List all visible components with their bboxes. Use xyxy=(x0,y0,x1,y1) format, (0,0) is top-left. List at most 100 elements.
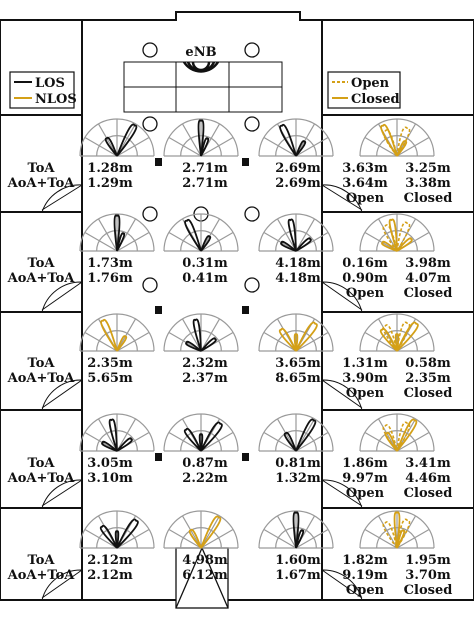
polar-row5-col1 xyxy=(79,510,155,549)
polar-row4-col1 xyxy=(79,413,155,452)
row5-open-aoa-toa-value: 9.19m xyxy=(342,568,388,583)
row2-open-toa-value: 0.16m xyxy=(342,256,388,271)
row4-col3-aoa-toa-value: 1.32m xyxy=(275,471,321,486)
row2-closed-toa-value: 3.98m xyxy=(405,256,451,271)
row5-col2-aoa-toa-value: 6.12m xyxy=(182,568,228,583)
row2-closed-label: Closed xyxy=(404,286,453,301)
row3-col2-toa-value: 2.32m xyxy=(182,356,228,371)
row3-closed-label: Closed xyxy=(404,386,453,401)
legend-los-label: LOS xyxy=(35,76,65,91)
row2-aoa-toa-label: AoA+ToA xyxy=(7,271,76,286)
row1-col1-aoa-toa-value: 1.29m xyxy=(87,176,133,191)
row5-col1-aoa-toa-value: 2.12m xyxy=(87,568,133,583)
row3-open-aoa-toa-value: 3.90m xyxy=(342,371,388,386)
enb-desk-grid xyxy=(123,61,283,113)
enb-antenna-icon xyxy=(182,61,220,73)
legend-closed-label: Closed xyxy=(351,92,400,107)
row4-col2-aoa-toa-value: 2.22m xyxy=(182,471,228,486)
row1-col3-aoa-toa-value: 2.69m xyxy=(275,176,321,191)
row4-open-aoa-toa-value: 9.97m xyxy=(342,471,388,486)
row2-col3-aoa-toa-value: 4.18m xyxy=(275,271,321,286)
row3-col3-toa-value: 3.65m xyxy=(275,356,321,371)
row2-open-label: Open xyxy=(346,286,385,301)
row4-aoa-toa-label: AoA+ToA xyxy=(7,471,76,486)
row5-open-toa-value: 1.82m xyxy=(342,553,388,568)
row2-col2-aoa-toa-value: 0.41m xyxy=(182,271,228,286)
row5-closed-label: Closed xyxy=(404,583,453,598)
polar-row4-col3 xyxy=(258,413,334,452)
polar-row1-col3 xyxy=(258,118,334,157)
column-markers xyxy=(155,158,249,461)
door-swings xyxy=(41,184,363,601)
row3-col3-aoa-toa-value: 8.65m xyxy=(275,371,321,386)
row2-col3-toa-value: 4.18m xyxy=(275,256,321,271)
row5-col3-aoa-toa-value: 1.67m xyxy=(275,568,321,583)
polar-row2-door xyxy=(359,213,435,252)
row5-aoa-toa-label: AoA+ToA xyxy=(7,568,76,583)
row4-col1-toa-value: 3.05m xyxy=(87,456,133,471)
legend-nlos-label: NLOS xyxy=(35,92,77,107)
row1-closed-toa-value: 3.25m xyxy=(405,161,451,176)
polar-row5-col2 xyxy=(163,510,239,549)
row3-col1-toa-value: 2.35m xyxy=(87,356,133,371)
polar-row5-col3 xyxy=(258,510,334,549)
row3-col2-aoa-toa-value: 2.37m xyxy=(182,371,228,386)
row4-col1-aoa-toa-value: 3.10m xyxy=(87,471,133,486)
polar-row5-door xyxy=(359,510,435,549)
row1-toa-label: ToA xyxy=(28,161,56,176)
row4-open-label: Open xyxy=(346,486,385,501)
row2-col2-toa-value: 0.31m xyxy=(182,256,228,271)
enb-label: eNB xyxy=(185,45,216,60)
row2-toa-label: ToA xyxy=(28,256,56,271)
polar-row4-door xyxy=(359,413,435,452)
row5-toa-label: ToA xyxy=(28,553,56,568)
row1-col2-aoa-toa-value: 2.71m xyxy=(182,176,228,191)
polar-row3-col3 xyxy=(258,313,334,352)
polar-row1-col2 xyxy=(163,118,239,157)
row3-open-toa-value: 1.31m xyxy=(342,356,388,371)
polar-row4-col2 xyxy=(163,413,239,452)
row5-closed-toa-value: 1.95m xyxy=(405,553,451,568)
row2-open-aoa-toa-value: 0.90m xyxy=(342,271,388,286)
row1-open-aoa-toa-value: 3.64m xyxy=(342,176,388,191)
polar-row3-col2 xyxy=(163,313,239,352)
polar-row1-col1 xyxy=(79,118,155,157)
row5-closed-aoa-toa-value: 3.70m xyxy=(405,568,451,583)
legend-los-nlos: LOS NLOS xyxy=(9,71,77,109)
row5-col1-toa-value: 2.12m xyxy=(87,553,133,568)
row3-col1-aoa-toa-value: 5.65m xyxy=(87,371,133,386)
building-walls xyxy=(0,11,474,601)
row4-closed-aoa-toa-value: 4.46m xyxy=(405,471,451,486)
row3-closed-aoa-toa-value: 2.35m xyxy=(405,371,451,386)
polar-row2-col3 xyxy=(258,213,334,252)
row1-closed-label: Closed xyxy=(404,191,453,206)
row4-open-toa-value: 1.86m xyxy=(342,456,388,471)
polar-patterns xyxy=(79,118,435,549)
row1-col2-toa-value: 2.71m xyxy=(182,161,228,176)
row1-aoa-toa-label: AoA+ToA xyxy=(7,176,76,191)
polar-row2-col2 xyxy=(163,213,239,252)
polar-row1-door xyxy=(359,118,435,157)
row2-col1-toa-value: 1.73m xyxy=(87,256,133,271)
row1-open-toa-value: 3.63m xyxy=(342,161,388,176)
row4-col2-toa-value: 0.87m xyxy=(182,456,228,471)
row5-col2-toa-value: 4.98m xyxy=(182,553,228,568)
row3-aoa-toa-label: AoA+ToA xyxy=(7,371,76,386)
row1-col1-toa-value: 1.28m xyxy=(87,161,133,176)
row3-open-label: Open xyxy=(346,386,385,401)
row1-open-label: Open xyxy=(346,191,385,206)
row3-toa-label: ToA xyxy=(28,356,56,371)
row4-col3-toa-value: 0.81m xyxy=(275,456,321,471)
row2-closed-aoa-toa-value: 4.07m xyxy=(405,271,451,286)
polar-row2-col1 xyxy=(79,213,155,252)
row1-col3-toa-value: 2.69m xyxy=(275,161,321,176)
distance-values: ToAAoA+ToA1.28m1.29m2.71m2.71m2.69m2.69m… xyxy=(7,161,453,598)
row5-col3-toa-value: 1.60m xyxy=(275,553,321,568)
row4-closed-label: Closed xyxy=(404,486,453,501)
row2-col1-aoa-toa-value: 1.76m xyxy=(87,271,133,286)
polar-row3-col1 xyxy=(79,313,155,352)
row4-toa-label: ToA xyxy=(28,456,56,471)
row5-open-label: Open xyxy=(346,583,385,598)
row1-closed-aoa-toa-value: 3.38m xyxy=(405,176,451,191)
